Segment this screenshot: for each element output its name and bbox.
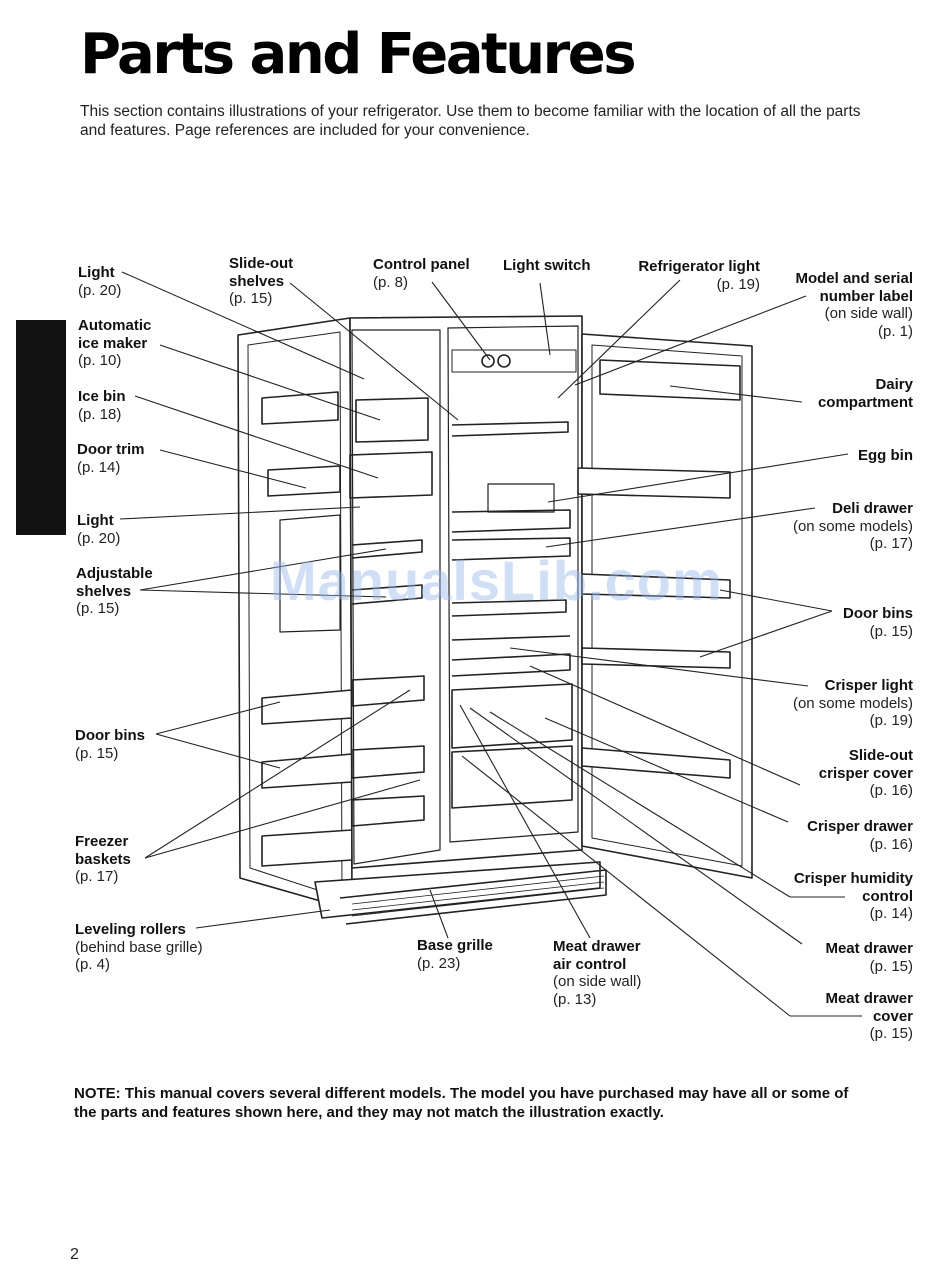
label-crisper-light: Crisper light(on some models)(p. 19)	[792, 677, 913, 729]
note-paragraph: NOTE: This manual covers several differe…	[74, 1085, 849, 1121]
label-crisper-drawer: Crisper drawer(p. 16)	[807, 818, 913, 853]
label-light-switch: Light switch	[503, 257, 591, 274]
label-deli-drawer: Deli drawer(on some models)(p. 17)	[792, 500, 913, 552]
label-light-top: Light(p. 20)	[78, 264, 122, 299]
label-meat-drawer: Meat drawer(p. 15)	[825, 940, 913, 975]
label-leveling-rollers: Leveling rollers(behind base grille)(p. …	[75, 921, 203, 973]
label-base-grille: Base grille(p. 23)	[417, 937, 493, 972]
label-ice-bin: Ice bin(p. 18)	[78, 388, 126, 423]
label-egg-bin: Egg bin	[858, 447, 913, 464]
section-tab-marker	[16, 320, 66, 535]
watermark-text: ManualsLib.com	[270, 549, 723, 612]
page-title: Parts and Features	[80, 22, 637, 87]
label-door-trim: Door trim(p. 14)	[77, 441, 145, 476]
label-light-mid: Light(p. 20)	[77, 512, 121, 547]
label-control-panel: Control panel(p. 8)	[373, 256, 470, 291]
label-refrigerator-light: Refrigerator light(p. 19)	[638, 258, 760, 293]
page-number: 2	[70, 1246, 79, 1263]
intro-paragraph: This section contains illustrations of y…	[80, 103, 861, 139]
label-door-bins-left: Door bins(p. 15)	[75, 727, 145, 762]
label-door-bins-right: Door bins(p. 15)	[843, 605, 913, 640]
